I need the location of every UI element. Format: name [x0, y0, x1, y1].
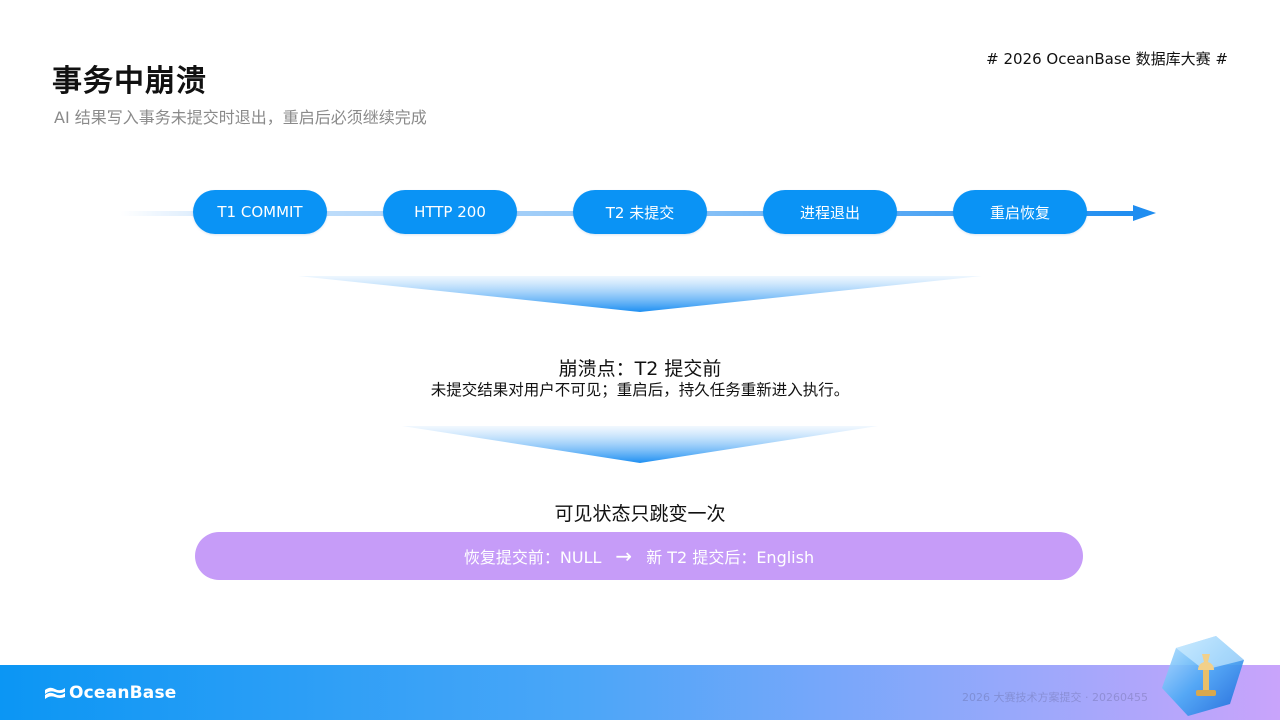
timeline: T1 COMMIT HTTP 200 T2 未提交 进程退出 重启恢复 [120, 190, 1160, 236]
state-before: 恢复提交前：NULL [463, 548, 602, 567]
oceanbase-logo-icon [45, 687, 65, 699]
timeline-step-t1-commit: T1 COMMIT [193, 190, 327, 234]
crash-point-description: 未提交结果对用户不可见；重启后，持久任务重新进入执行。 [430, 381, 850, 399]
footer-bar: OceanBase 2026 大赛技术方案提交 · 20260455 [0, 665, 1280, 720]
footer-watermark: 2026 大赛技术方案提交 · 20260455 [962, 691, 1148, 704]
timeline-step-http-200: HTTP 200 [383, 190, 517, 234]
right-arrow-icon: → [615, 544, 633, 568]
crash-point-title: 崩溃点：T2 提交前 [558, 358, 722, 380]
state-after: 新 T2 提交后：English [646, 548, 815, 567]
timeline-step-process-exit: 进程退出 [763, 190, 897, 234]
page-title: 事务中崩溃 [52, 64, 207, 99]
trophy-cube-icon [1162, 636, 1244, 716]
funnel-lower-icon [402, 426, 878, 463]
oceanbase-logo: OceanBase [44, 683, 177, 703]
event-tag: # 2026 OceanBase 数据库大赛 # [986, 50, 1228, 68]
timeline-arrowhead-icon [1133, 205, 1156, 221]
funnel-upper-icon [298, 276, 982, 312]
visibility-title: 可见状态只跳变一次 [554, 503, 726, 525]
timeline-step-t2-uncommitted: T2 未提交 [573, 190, 707, 234]
timeline-step-restart-recovery: 重启恢复 [953, 190, 1087, 234]
visibility-state-bar: 恢复提交前：NULL → 新 T2 提交后：English [195, 532, 1083, 580]
page-subtitle: AI 结果写入事务未提交时退出，重启后必须继续完成 [54, 108, 427, 127]
logo-text: OceanBase [69, 683, 177, 703]
